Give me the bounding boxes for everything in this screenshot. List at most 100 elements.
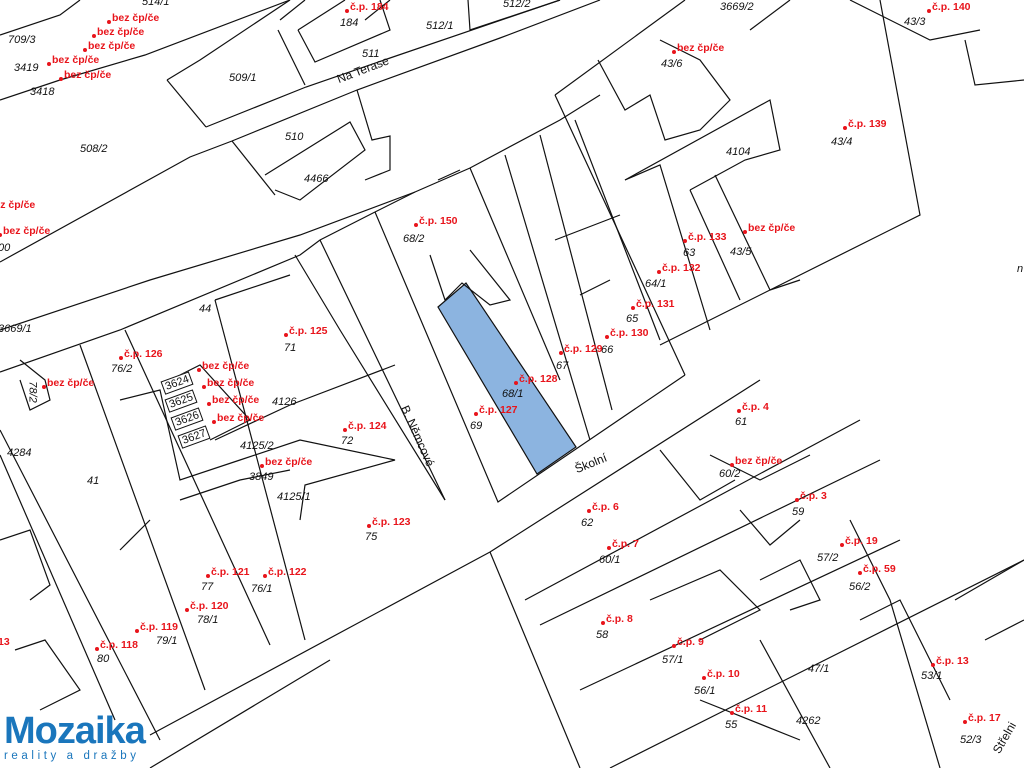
parcel-number: 53/1: [921, 670, 943, 682]
address-label: č.p. 119: [135, 621, 178, 633]
address-label: bez čp/če: [41, 377, 95, 389]
parcel-number: 76/1: [251, 583, 273, 595]
parcel-number: n: [1017, 263, 1024, 275]
parcel-number: 64/1: [645, 278, 667, 290]
address-label: č.p. 132: [657, 262, 701, 274]
address-label: bez čp/če: [46, 54, 100, 66]
parcel-number: 508/2: [80, 143, 108, 155]
parcel-number: 47/1: [808, 663, 830, 675]
address-label: bez čp/če: [742, 222, 796, 234]
parcel-number: 75: [365, 531, 378, 543]
parcel-number: 68/2: [403, 233, 425, 245]
address-label: bez čp/če: [91, 26, 145, 38]
parcel-number: 4284: [7, 447, 32, 459]
address-label: č.p. 127: [474, 404, 518, 416]
parcel-number: 69: [470, 420, 483, 432]
parcel-number: 509/1: [229, 72, 257, 84]
address-label: bez čp/če: [206, 394, 260, 406]
address-label: č.p. 6: [587, 501, 619, 513]
address-label: č.p. 184: [345, 1, 389, 13]
parcel-number: 67: [556, 360, 569, 372]
address-label: č.p. 118: [95, 639, 138, 651]
address-label: č.p. 13: [931, 655, 969, 667]
address-label: č.p. 3: [795, 490, 827, 502]
parcel-number: 58: [596, 629, 609, 641]
parcel-number: 00: [0, 242, 11, 254]
parcel-number: 4125/1: [277, 491, 311, 503]
address-label: č.p. 17: [963, 712, 1001, 724]
address-label: č.p. 122: [263, 566, 307, 578]
parcel-number: 72: [341, 435, 354, 447]
address-label: bez čp/če: [729, 455, 783, 467]
parcel-number: 512/2: [503, 0, 531, 10]
parcel-number: 59: [792, 506, 805, 518]
parcel-number: 78/2: [26, 381, 39, 403]
parcel-number: 56/2: [849, 581, 871, 593]
parcel-number: 4466: [304, 173, 329, 185]
parcel-number: 43/5: [730, 246, 752, 258]
address-label: č.p. 9: [672, 636, 704, 648]
address-label: bez čp/če: [0, 225, 51, 237]
parcel-number: 77: [201, 581, 214, 593]
parcel-number: 510: [285, 131, 304, 143]
parcel-number: 4126: [272, 396, 297, 408]
logo-tagline: reality a dražby: [4, 750, 140, 762]
address-label: bez čp/če: [211, 412, 265, 424]
parcel-number: 57/2: [817, 552, 839, 564]
address-label: č.p. 11: [729, 703, 768, 715]
parcel-number: 61: [735, 416, 748, 428]
parcel-number: 78/1: [197, 614, 219, 626]
address-label: č.p. 120: [185, 600, 229, 612]
parcel-number: 4262: [796, 715, 821, 727]
parcel-number: 65: [626, 313, 639, 325]
parcel-number: 55: [725, 719, 738, 731]
address-label: bez čp/če: [196, 360, 250, 372]
parcel-number: 3669/1: [0, 323, 32, 335]
parcel-number: 44: [199, 303, 212, 315]
parcel-number: 62: [581, 517, 594, 529]
parcel-number: 43/3: [904, 16, 926, 28]
address-label: bez čp/če: [106, 12, 160, 24]
address-label: č.p. 129: [559, 343, 603, 355]
address-label: bez čp/če: [58, 69, 112, 81]
address-label: č.p. 121: [206, 566, 250, 578]
parcel-number: 66: [601, 344, 614, 356]
parcel-number: 71: [284, 342, 297, 354]
address-label: bez čp/če: [671, 42, 725, 54]
parcel-number: 4125/2: [240, 440, 274, 452]
address-label: č.p. 128: [514, 373, 558, 385]
parcel-number: 80: [97, 653, 110, 665]
parcel-number: 3418: [30, 86, 55, 98]
parcel-number: 60/1: [599, 554, 621, 566]
parcel-number: 3419: [14, 62, 39, 74]
address-label: bez čp/če: [201, 377, 255, 389]
parcel-number: 76/2: [111, 363, 133, 375]
parcel-number: 52/3: [960, 734, 982, 746]
parcel-number: 511: [362, 48, 380, 60]
parcel-number: 4104: [726, 146, 751, 158]
address-label: č.p. 126: [119, 348, 163, 360]
address-label: č.p. 133: [683, 231, 727, 243]
address-label: č.p. 19: [840, 535, 878, 547]
address-label: bez čp/če: [0, 199, 35, 211]
parcel-number: 41: [87, 475, 100, 487]
address-label: č.p. 8: [601, 613, 633, 625]
address-label: bez čp/če: [259, 456, 313, 468]
highlighted-parcel[interactable]: [437, 282, 577, 475]
address-label: č.p. 130: [605, 327, 649, 339]
parcel-number: 68/1: [502, 388, 524, 400]
parcel-number: 56/1: [694, 685, 716, 697]
address-label: č.p. 123: [367, 516, 411, 528]
parcel-number: 709/3: [8, 34, 36, 46]
parcel-number: 43/4: [831, 136, 853, 148]
logo-name: Mozaika: [4, 710, 146, 752]
parcel-number: 514/1: [142, 0, 170, 8]
parcel-number: 43/6: [661, 58, 683, 70]
address-label: č.p. 150: [414, 215, 458, 227]
address-label: 13: [0, 636, 10, 648]
parcel-number: 63: [683, 247, 696, 259]
address-label: č.p. 131: [631, 298, 675, 310]
parcel-number: 3849: [249, 471, 274, 483]
